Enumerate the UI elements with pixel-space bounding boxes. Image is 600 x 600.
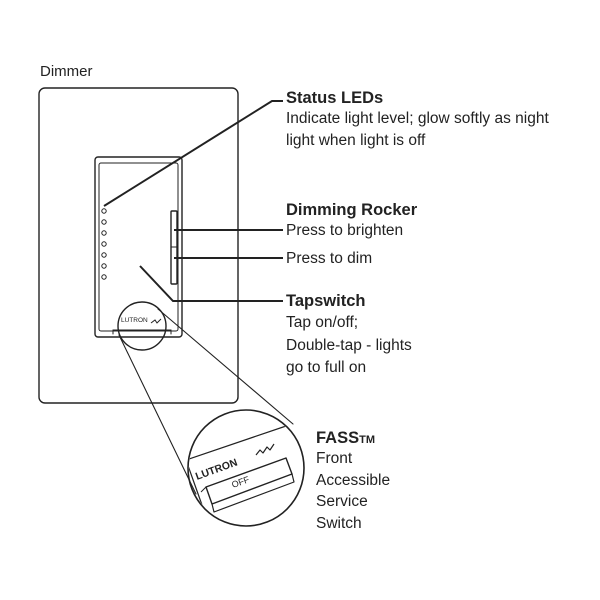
wallplate bbox=[38, 87, 239, 404]
status-leds-title: Status LEDs bbox=[286, 89, 384, 107]
tapswitch-desc: Tap on/off; bbox=[286, 314, 359, 331]
status-led bbox=[101, 274, 107, 280]
fass-title-text: FASS bbox=[316, 429, 360, 447]
status-led bbox=[101, 219, 107, 225]
tapswitch-leader bbox=[139, 265, 283, 302]
fass-desc: Switch bbox=[316, 515, 362, 532]
dimmer-label: Dimmer bbox=[40, 63, 93, 80]
status-leds-leader bbox=[103, 100, 283, 207]
fass-desc: Accessible bbox=[316, 472, 391, 489]
fass-desc: Front bbox=[316, 450, 353, 467]
tapswitch-desc: Double-tap - lights bbox=[286, 337, 412, 354]
brand-logo: LUTRON bbox=[121, 317, 148, 324]
status-led bbox=[101, 230, 107, 236]
status-led bbox=[101, 208, 107, 214]
wave-symbol-small bbox=[150, 318, 162, 324]
dimming-rocker-title: Dimming Rocker bbox=[286, 201, 418, 219]
status-led-column bbox=[101, 208, 107, 280]
press-to-dim: Press to dim bbox=[286, 250, 373, 267]
fass-desc: Service bbox=[316, 493, 368, 510]
trademark-mark: TM bbox=[359, 434, 375, 446]
fass-magnified bbox=[187, 409, 305, 527]
status-led bbox=[101, 241, 107, 247]
tapswitch-desc: go to full on bbox=[286, 359, 367, 376]
wave-symbol-large bbox=[255, 443, 275, 456]
fass-lens bbox=[117, 301, 167, 351]
status-leds-desc: light when light is off bbox=[286, 132, 426, 149]
status-leds-desc: Indicate light level; glow softly as nig… bbox=[286, 110, 549, 127]
status-led bbox=[101, 252, 107, 258]
dimmer-face bbox=[98, 162, 179, 332]
projection-line-left bbox=[118, 334, 197, 495]
tapswitch-title: Tapswitch bbox=[286, 292, 366, 310]
dimmer-body bbox=[94, 156, 183, 338]
fass-title: FASSTM bbox=[316, 427, 375, 451]
status-led bbox=[101, 263, 107, 269]
press-to-brighten: Press to brighten bbox=[286, 222, 404, 239]
projection-line-right bbox=[157, 308, 294, 425]
